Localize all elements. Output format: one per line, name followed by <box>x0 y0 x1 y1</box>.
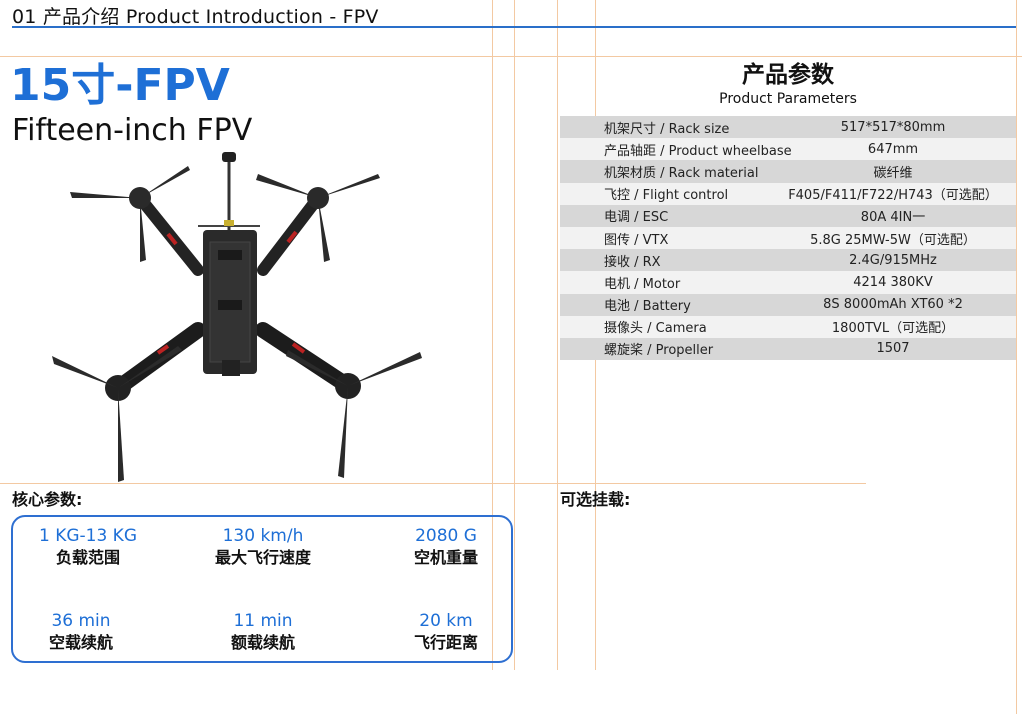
guide-line <box>0 483 866 484</box>
table-row: 电调 / ESC 80A 4IN一 <box>560 204 1016 227</box>
param-key: 电机 / Motor <box>604 276 681 292</box>
stat-label: 空载续航 <box>48 633 113 652</box>
stat-value: 11 min <box>233 611 293 631</box>
table-row: 产品轴距 / Product wheelbase 647mm <box>560 138 1016 161</box>
stat-label: 最大飞行速度 <box>214 548 311 567</box>
product-title: 15寸-FPV <box>10 60 230 111</box>
drone-image <box>52 152 422 482</box>
stat-label: 额载续航 <box>230 633 295 652</box>
stat-empty-endurance: 36 min 空载续航 <box>6 610 156 654</box>
stat-label: 飞行距离 <box>413 633 478 652</box>
param-value: 517*517*80mm <box>840 119 946 135</box>
param-key: 螺旋桨 / Propeller <box>604 343 714 359</box>
table-row: 机架尺寸 / Rack size 517*517*80mm <box>560 116 1016 139</box>
guide-line <box>0 56 1022 57</box>
table-row: 机架材质 / Rack material 碳纤维 <box>560 160 1016 183</box>
param-key: 电调 / ESC <box>604 210 669 226</box>
table-row: 电池 / Battery 8S 8000mAh XT60 *2 <box>560 293 1016 316</box>
table-row: 飞控 / Flight control F405/F411/F722/H743（可… <box>560 182 1016 205</box>
stat-empty-weight: 2080 G 空机重量 <box>371 525 521 569</box>
param-value: 1800TVL（可选配） <box>831 321 955 337</box>
guide-line <box>492 0 493 670</box>
params-table: 机架尺寸 / Rack size 517*517*80mm 产品轴距 / Produ… <box>560 116 1016 361</box>
param-key: 机架尺寸 / Rack size <box>604 121 730 137</box>
table-row: 图传 / VTX 5.8G 25MW-5W（可选配） <box>560 226 1016 250</box>
param-key: 产品轴距 / Product wheelbase <box>604 143 792 159</box>
param-key: 接收 / RX <box>604 254 661 270</box>
optional-mount-label: 可选挂载: <box>560 490 631 509</box>
stat-value: 20 km <box>419 611 473 631</box>
params-title-en: Product Parameters <box>719 91 857 107</box>
core-params-box: 1 KG-13 KG 负载范围 130 km/h 最大飞行速度 2080 G 空… <box>11 515 513 663</box>
param-key: 机架材质 / Rack material <box>604 165 759 181</box>
stat-value: 2080 G <box>415 526 477 546</box>
stat-label: 负载范围 <box>55 548 120 567</box>
param-value: 80A 4IN一 <box>860 210 926 226</box>
param-value: F405/F411/F722/H743（可选配） <box>788 188 998 204</box>
param-key: 摄像头 / Camera <box>604 321 707 337</box>
product-subtitle: Fifteen-inch FPV <box>12 113 253 148</box>
stat-label: 空机重量 <box>413 548 478 567</box>
stat-value: 130 km/h <box>222 526 304 546</box>
core-params-label: 核心参数: <box>12 490 83 509</box>
stat-value: 1 KG-13 KG <box>38 526 138 546</box>
guide-line <box>557 0 558 670</box>
guide-line <box>1016 0 1017 714</box>
stat-max-speed: 130 km/h 最大飞行速度 <box>188 525 338 569</box>
header-rule <box>12 26 1016 28</box>
table-row: 摄像头 / Camera 1800TVL（可选配） <box>560 315 1016 338</box>
params-title-zh: 产品参数 <box>742 62 834 88</box>
param-value: 8S 8000mAh XT60 *2 <box>823 297 963 313</box>
stat-flight-distance: 20 km 飞行距离 <box>371 610 521 654</box>
param-value: 碳纤维 <box>873 165 913 181</box>
stat-loaded-endurance: 11 min 额载续航 <box>188 610 338 654</box>
params-heading: 产品参数 Product Parameters <box>560 60 1016 108</box>
guide-line <box>514 0 515 670</box>
param-value: 5.8G 25MW-5W（可选配） <box>810 232 976 248</box>
table-row: 接收 / RX 2.4G/915MHz <box>560 249 1016 272</box>
table-row: 电机 / Motor 4214 380KV <box>560 271 1016 294</box>
param-value: 647mm <box>867 141 919 157</box>
param-value: 2.4G/915MHz <box>849 252 937 268</box>
param-key: 飞控 / Flight control <box>604 188 729 204</box>
stat-value: 36 min <box>51 611 111 631</box>
stat-payload: 1 KG-13 KG 负载范围 <box>13 525 163 569</box>
param-key: 电池 / Battery <box>604 299 691 315</box>
param-key: 图传 / VTX <box>604 232 669 248</box>
param-value: 1507 <box>876 341 910 357</box>
page-header: 01 产品介绍 Product Introduction - FPV <box>12 6 379 28</box>
table-row: 螺旋桨 / Propeller 1507 <box>560 337 1016 361</box>
param-value: 4214 380KV <box>853 274 933 290</box>
